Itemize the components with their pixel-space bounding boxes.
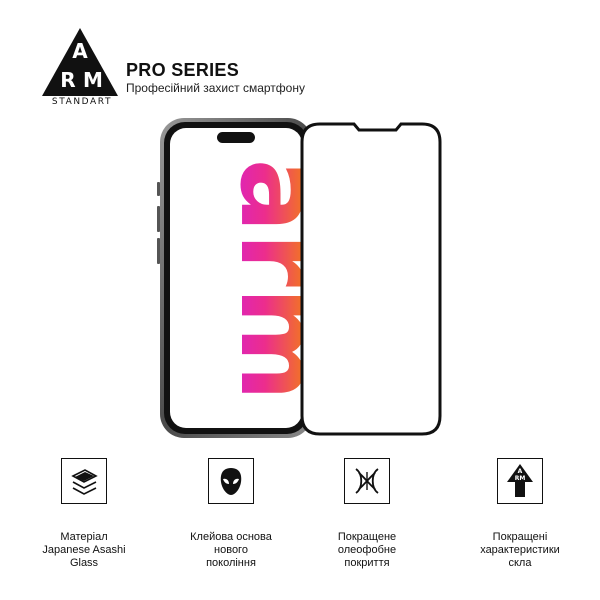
feature-label: Покращені характеристики скла <box>480 531 560 569</box>
mask-icon <box>220 468 242 495</box>
feature-oleophobic: Покращене олеофобне покриття <box>312 458 422 570</box>
feature-glass-material: Матеріал Japanese Asashi Glass <box>29 458 139 570</box>
feature-icon-box <box>344 458 390 504</box>
screen-protector <box>300 122 442 436</box>
arm-logo: A R M <box>42 28 118 96</box>
feature-label: Клейова основа нового покоління <box>190 531 272 569</box>
arm-arrow-icon: A RM <box>507 464 533 497</box>
arrow-icon-letters-rm: RM <box>515 475 526 482</box>
feature-label: Матеріал Japanese Asashi Glass <box>42 531 126 569</box>
dna-icon <box>355 468 379 494</box>
logo-subtitle: STANDART <box>51 97 113 107</box>
feature-label: Покращене олеофобне покриття <box>337 531 397 569</box>
dynamic-island <box>217 132 255 143</box>
feature-adhesive: Клейова основа нового покоління <box>176 458 286 570</box>
logo-letter-a: A <box>72 39 88 63</box>
product-illustration: arm <box>157 118 442 438</box>
feature-icon-box <box>61 458 107 504</box>
features-row: Матеріал Japanese Asashi Glass Клейова о… <box>0 458 600 578</box>
logo-letter-r: R <box>60 68 75 92</box>
layers-icon <box>71 469 98 495</box>
page-subtitle: Професійний захист смартфону <box>126 81 305 95</box>
feature-icon-box: A RM <box>497 458 543 504</box>
feature-glass-specs: A RM Покращені характеристики скла <box>465 458 575 570</box>
page-title: PRO SERIES <box>126 60 240 80</box>
logo-letter-m: M <box>83 68 103 92</box>
feature-icon-box <box>208 458 254 504</box>
arrow-icon-letter-a: A <box>518 468 523 475</box>
